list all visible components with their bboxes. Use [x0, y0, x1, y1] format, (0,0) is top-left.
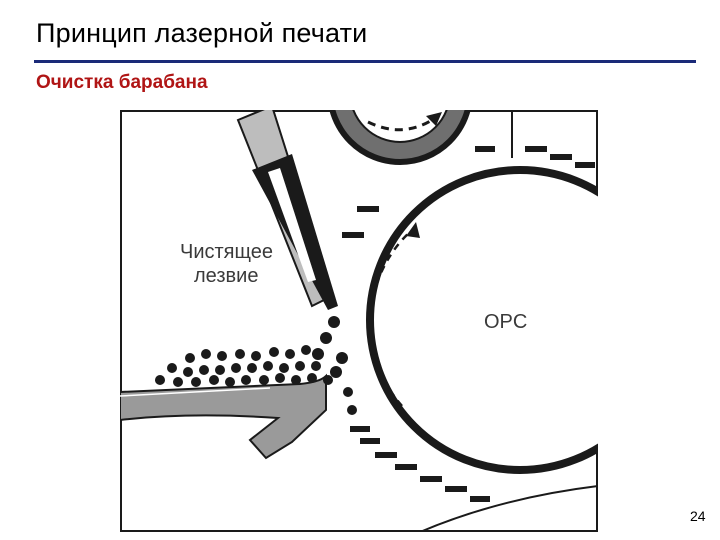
- paper-guide: [419, 485, 598, 532]
- slide-title: Принцип лазерной печати: [36, 18, 368, 48]
- drum-label: OPC: [484, 311, 527, 333]
- title-divider: [34, 60, 696, 63]
- charge-roller: [329, 110, 471, 165]
- drum-cleaning-diagram: Чистящее лезвие OPC: [120, 110, 598, 532]
- roller-rotation-arrow: [367, 114, 439, 132]
- blade-label-line1: Чистящее: [180, 241, 273, 263]
- drum-rotation-arrow: [369, 229, 413, 407]
- page-number: 24: [690, 508, 706, 524]
- slide-subtitle: Очистка барабана: [36, 72, 208, 93]
- toner-marks: [342, 146, 595, 502]
- toner-particles: [155, 316, 357, 415]
- opc-drum: [366, 166, 598, 474]
- cleaning-blade: [236, 110, 338, 310]
- blade-label-line2: лезвие: [194, 265, 258, 287]
